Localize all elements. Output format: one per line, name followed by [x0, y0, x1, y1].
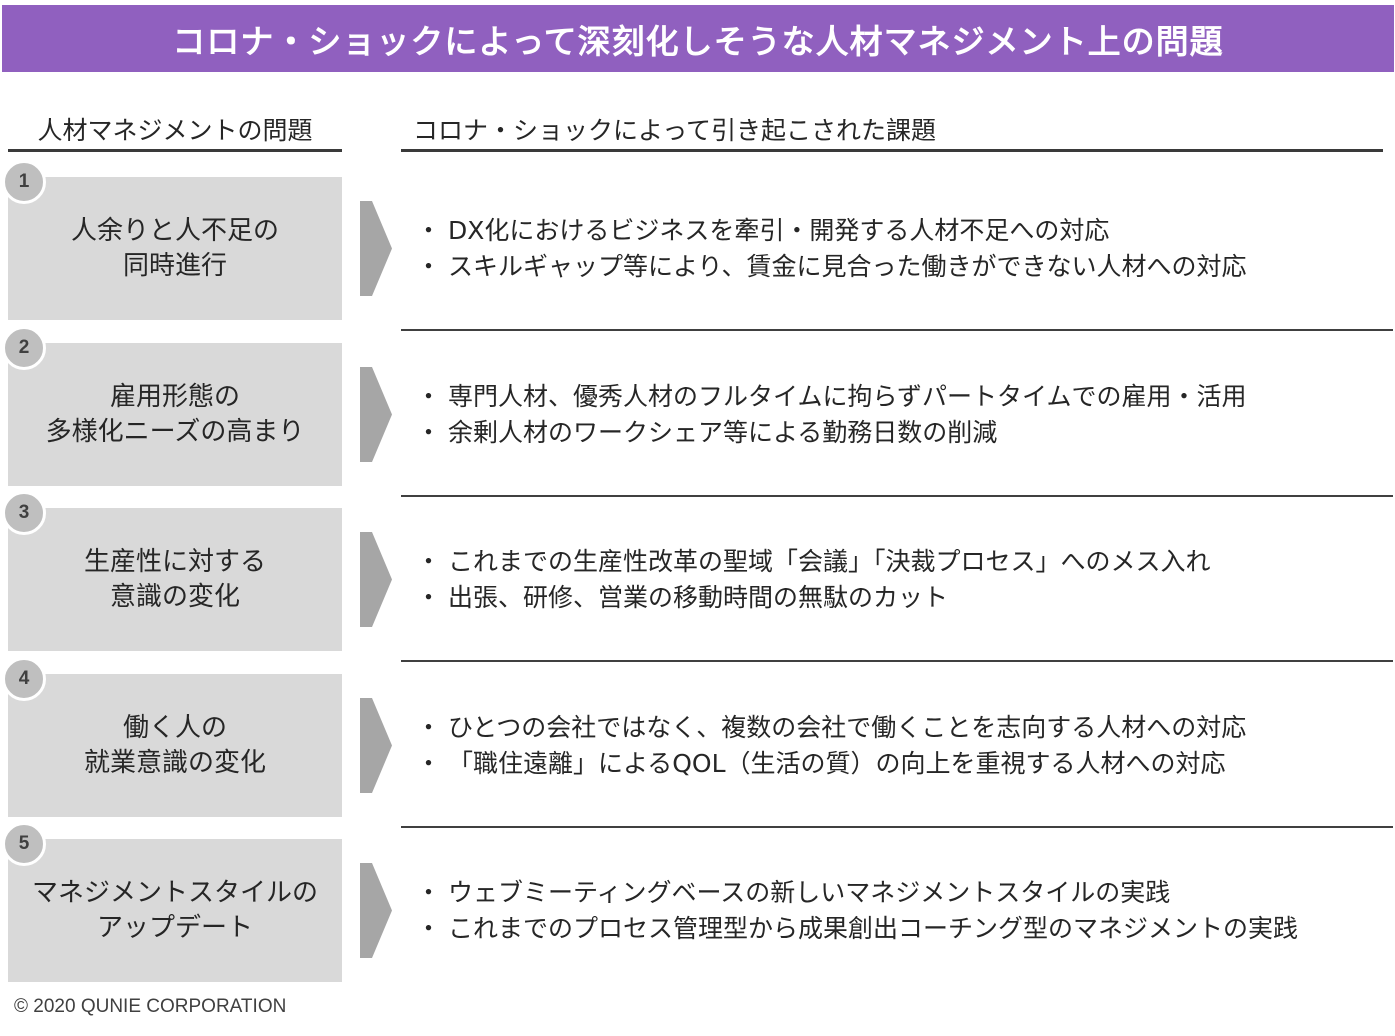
row-5: マネジメントスタイルのアップデート 5 ・ウェブミーティングベースの新しいマネジメン…	[0, 822, 1395, 982]
problem-line: 雇用形態の	[109, 381, 240, 412]
issue-item: ・これまでの生産性改革の聖域「会議」「決裁プロセス」へのメス入れ	[412, 544, 1387, 580]
problem-text: 生産性に対する意識の変化	[84, 545, 266, 615]
chevron-right-icon	[360, 698, 392, 793]
issue-text: 出張、研修、営業の移動時間の無駄のカット	[448, 582, 949, 612]
issue-item: ・余剰人材のワークシェア等による勤務日数の削減	[412, 415, 1387, 451]
issue-list: ・DX化におけるビジネスを牽引・開発する人材不足への対応・スキルギャップ等により…	[412, 177, 1387, 320]
row-3: 生産性に対する意識の変化 3 ・これまでの生産性改革の聖域「会議」「決裁プロセス」へ…	[0, 491, 1395, 651]
step-number-badge: 4	[2, 657, 46, 701]
issue-text: 余剰人材のワークシェア等による勤務日数の削減	[448, 417, 998, 447]
column-header-issues: コロナ・ショックによって引き起こされた課題	[401, 108, 1383, 152]
problem-line: 人余りと人不足の	[70, 215, 279, 246]
problem-box: 生産性に対する意識の変化	[8, 508, 342, 651]
problem-text: 雇用形態の多様化ニーズの高まり	[46, 380, 305, 450]
issue-list: ・ウェブミーティングベースの新しいマネジメントスタイルの実践・これまでのプロセス…	[412, 839, 1387, 982]
problem-line: 同時進行	[122, 250, 227, 281]
bullet-dot: ・	[416, 546, 442, 576]
issue-item: ・DX化におけるビジネスを牽引・開発する人材不足への対応	[412, 213, 1387, 249]
problem-box: 人余りと人不足の同時進行	[8, 177, 342, 320]
issue-text: これまでのプロセス管理型から成果創出コーチング型のマネジメントの実践	[448, 913, 1299, 943]
issue-text: 「職住遠離」によるQOL（生活の質）の向上を重視する人材への対応	[448, 748, 1226, 778]
bullet-dot: ・	[416, 417, 442, 447]
issue-text: ひとつの会社ではなく、複数の会社で働くことを志向する人材への対応	[448, 712, 1247, 742]
row-divider	[401, 329, 1393, 331]
issue-item: ・専門人材、優秀人材のフルタイムに拘らずパートタイムでの雇用・活用	[412, 379, 1387, 415]
step-number-badge: 3	[2, 491, 46, 535]
problem-line: 意識の変化	[109, 581, 240, 612]
issue-item: ・これまでのプロセス管理型から成果創出コーチング型のマネジメントの実践	[412, 911, 1387, 947]
issue-item: ・スキルギャップ等により、賃金に見合った働きができない人材への対応	[412, 249, 1387, 285]
issue-text: DX化におけるビジネスを牽引・開発する人材不足への対応	[448, 215, 1110, 245]
copyright-footer: © 2020 QUNIE CORPORATION	[14, 996, 287, 1017]
row-4: 働く人の就業意識の変化 4 ・ひとつの会社ではなく、複数の会社で働くことを志向する人…	[0, 657, 1395, 817]
chevron-right-icon	[360, 367, 392, 462]
bullet-dot: ・	[416, 748, 442, 778]
issue-text: 専門人材、優秀人材のフルタイムに拘らずパートタイムでの雇用・活用	[448, 381, 1247, 411]
step-number-badge: 5	[2, 822, 46, 866]
issue-list: ・これまでの生産性改革の聖域「会議」「決裁プロセス」へのメス入れ・出張、研修、営…	[412, 508, 1387, 651]
problem-line: 働く人の	[122, 712, 227, 743]
issue-item: ・ウェブミーティングベースの新しいマネジメントスタイルの実践	[412, 875, 1387, 911]
issue-text: ウェブミーティングベースの新しいマネジメントスタイルの実践	[448, 877, 1171, 907]
column-header-problems: 人材マネジメントの問題	[8, 108, 342, 152]
problem-text: マネジメントスタイルのアップデート	[32, 876, 318, 946]
bullet-dot: ・	[416, 712, 442, 742]
bullet-dot: ・	[416, 877, 442, 907]
issue-text: スキルギャップ等により、賃金に見合った働きができない人材への対応	[448, 251, 1247, 281]
issue-item: ・「職住遠離」によるQOL（生活の質）の向上を重視する人材への対応	[412, 746, 1387, 782]
step-number-badge: 1	[2, 160, 46, 204]
problem-line: 生産性に対する	[83, 546, 266, 577]
bullet-dot: ・	[416, 251, 442, 281]
problem-text: 働く人の就業意識の変化	[84, 711, 266, 781]
issue-item: ・ひとつの会社ではなく、複数の会社で働くことを志向する人材への対応	[412, 710, 1387, 746]
problem-line: 多様化ニーズの高まり	[45, 416, 305, 447]
chevron-right-icon	[360, 863, 392, 958]
row-divider	[401, 826, 1393, 828]
issue-list: ・専門人材、優秀人材のフルタイムに拘らずパートタイムでの雇用・活用・余剰人材のワ…	[412, 343, 1387, 486]
chevron-right-icon	[360, 201, 392, 296]
issue-text: これまでの生産性改革の聖域「会議」「決裁プロセス」へのメス入れ	[448, 546, 1211, 576]
bullet-dot: ・	[416, 913, 442, 943]
problem-box: 働く人の就業意識の変化	[8, 674, 342, 817]
bullet-dot: ・	[416, 381, 442, 411]
problem-text: 人余りと人不足の同時進行	[71, 214, 279, 284]
bullet-dot: ・	[416, 215, 442, 245]
problem-box: マネジメントスタイルのアップデート	[8, 839, 342, 982]
problem-line: 就業意識の変化	[83, 747, 266, 778]
chevron-right-icon	[360, 532, 392, 627]
bullet-dot: ・	[416, 582, 442, 612]
step-number-badge: 2	[2, 326, 46, 370]
problem-line: マネジメントスタイルの	[31, 877, 318, 908]
page-title: コロナ・ショックによって深刻化しそうな人材マネジメント上の問題	[172, 21, 1224, 61]
issue-item: ・出張、研修、営業の移動時間の無駄のカット	[412, 580, 1387, 616]
issue-list: ・ひとつの会社ではなく、複数の会社で働くことを志向する人材への対応・「職住遠離」…	[412, 674, 1387, 817]
problem-line: アップデート	[96, 912, 253, 943]
row-divider	[401, 495, 1393, 497]
row-1: 人余りと人不足の同時進行 1 ・DX化におけるビジネスを牽引・開発する人材不足への対…	[0, 160, 1395, 320]
row-divider	[401, 660, 1393, 662]
problem-box: 雇用形態の多様化ニーズの高まり	[8, 343, 342, 486]
title-bar: コロナ・ショックによって深刻化しそうな人材マネジメント上の問題	[2, 5, 1394, 72]
